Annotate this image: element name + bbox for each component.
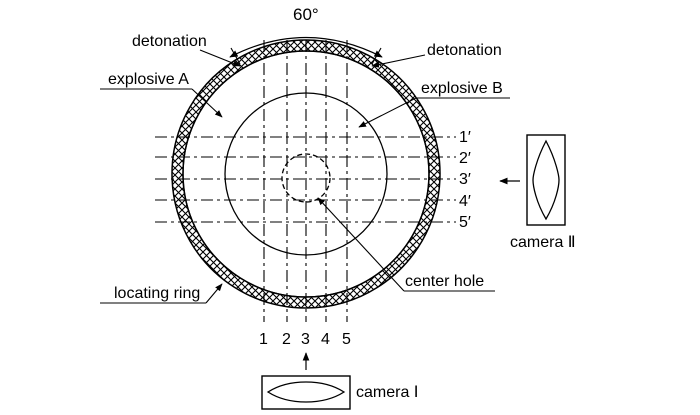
- explosive-b-label: explosive B: [421, 80, 503, 97]
- center-hole-label: center hole: [405, 273, 484, 290]
- vertical-label-4: 4: [321, 331, 330, 348]
- horizontal-label-4: 4′: [459, 193, 471, 210]
- vertical-label-5: 5: [342, 331, 351, 348]
- explosive-b-leader: [358, 97, 417, 128]
- horizontal-label-1: 1′: [459, 129, 471, 146]
- vertical-label-1: 1: [259, 331, 268, 348]
- horizontal-scan-lines: [155, 136, 456, 223]
- angle-arc: [229, 37, 383, 58]
- explosive-a-label: explosive A: [108, 71, 189, 88]
- vertical-label-2: 2: [282, 331, 291, 348]
- horizontal-label-2: 2′: [459, 150, 471, 167]
- camera-2-lens: [532, 139, 560, 221]
- camera-1-box: [261, 375, 351, 410]
- camera-2-label: camera Ⅱ: [510, 234, 576, 251]
- vertical-scan-lines: [263, 40, 348, 322]
- horizontal-label-5: 5′: [459, 214, 471, 231]
- center-hole-leader: [317, 197, 405, 292]
- locating-ring-label: locating ring: [114, 285, 200, 302]
- angle-label: 60°: [293, 5, 319, 24]
- horizontal-label-3: 3′: [459, 171, 471, 188]
- camera-1-label: camera Ⅰ: [356, 384, 419, 401]
- detonation-right-label: detonation: [427, 42, 502, 59]
- camera-1-lens: [266, 381, 346, 403]
- vertical-label-3: 3: [301, 331, 310, 348]
- locating-ring-leader: [205, 283, 223, 304]
- center-hole-shape: [281, 153, 331, 203]
- explosive-a-leader: [191, 88, 223, 118]
- detonation-left-leader: [199, 49, 241, 67]
- detonation-left-label: detonation: [132, 33, 207, 50]
- angle-tick-right: [371, 47, 382, 65]
- detonation-right-leader: [371, 54, 426, 68]
